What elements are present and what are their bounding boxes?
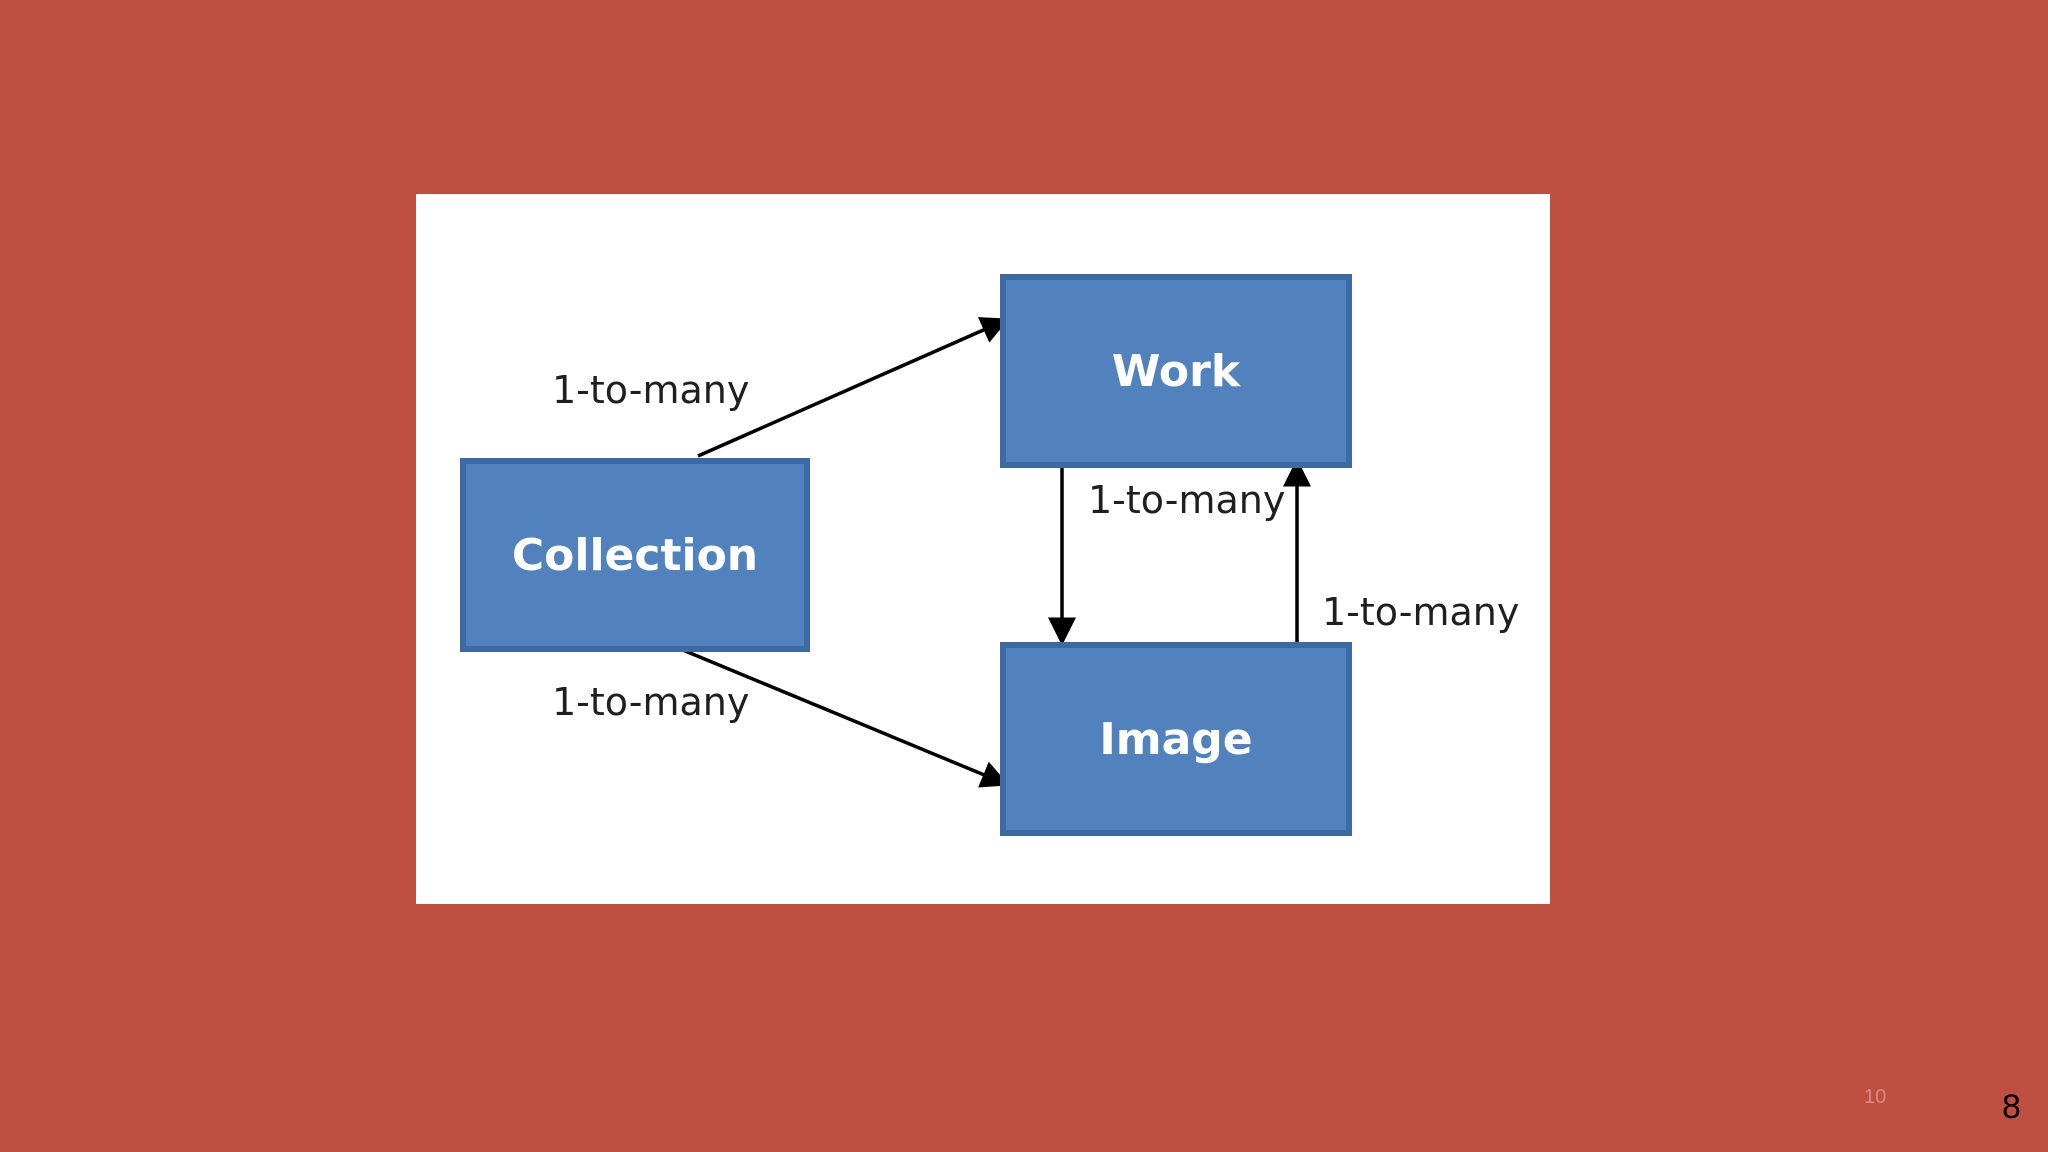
connector-arrows [677,317,1311,788]
edge-label-image-work: 1-to-many [1322,590,1520,634]
edge-label-collection-work: 1-to-many [552,368,750,412]
edge-label-work-image: 1-to-many [1088,478,1286,522]
arrow-collection-to-work [697,317,1010,458]
collection-label: Collection [511,529,759,581]
work-label: Work [1111,345,1241,397]
edge-label-collection-image: 1-to-many [552,680,750,724]
image-label: Image [1099,713,1253,765]
collection-box: Collection [460,458,810,652]
image-box: Image [1000,642,1352,836]
diagram-panel: Collection Work Image 1-to-many 1-to-man… [416,194,1550,904]
page-number: 8 [2002,1088,2021,1126]
slide-number: 10 [1864,1086,1887,1108]
arrow-collection-to-image [677,646,1010,788]
work-box: Work [1000,274,1352,468]
